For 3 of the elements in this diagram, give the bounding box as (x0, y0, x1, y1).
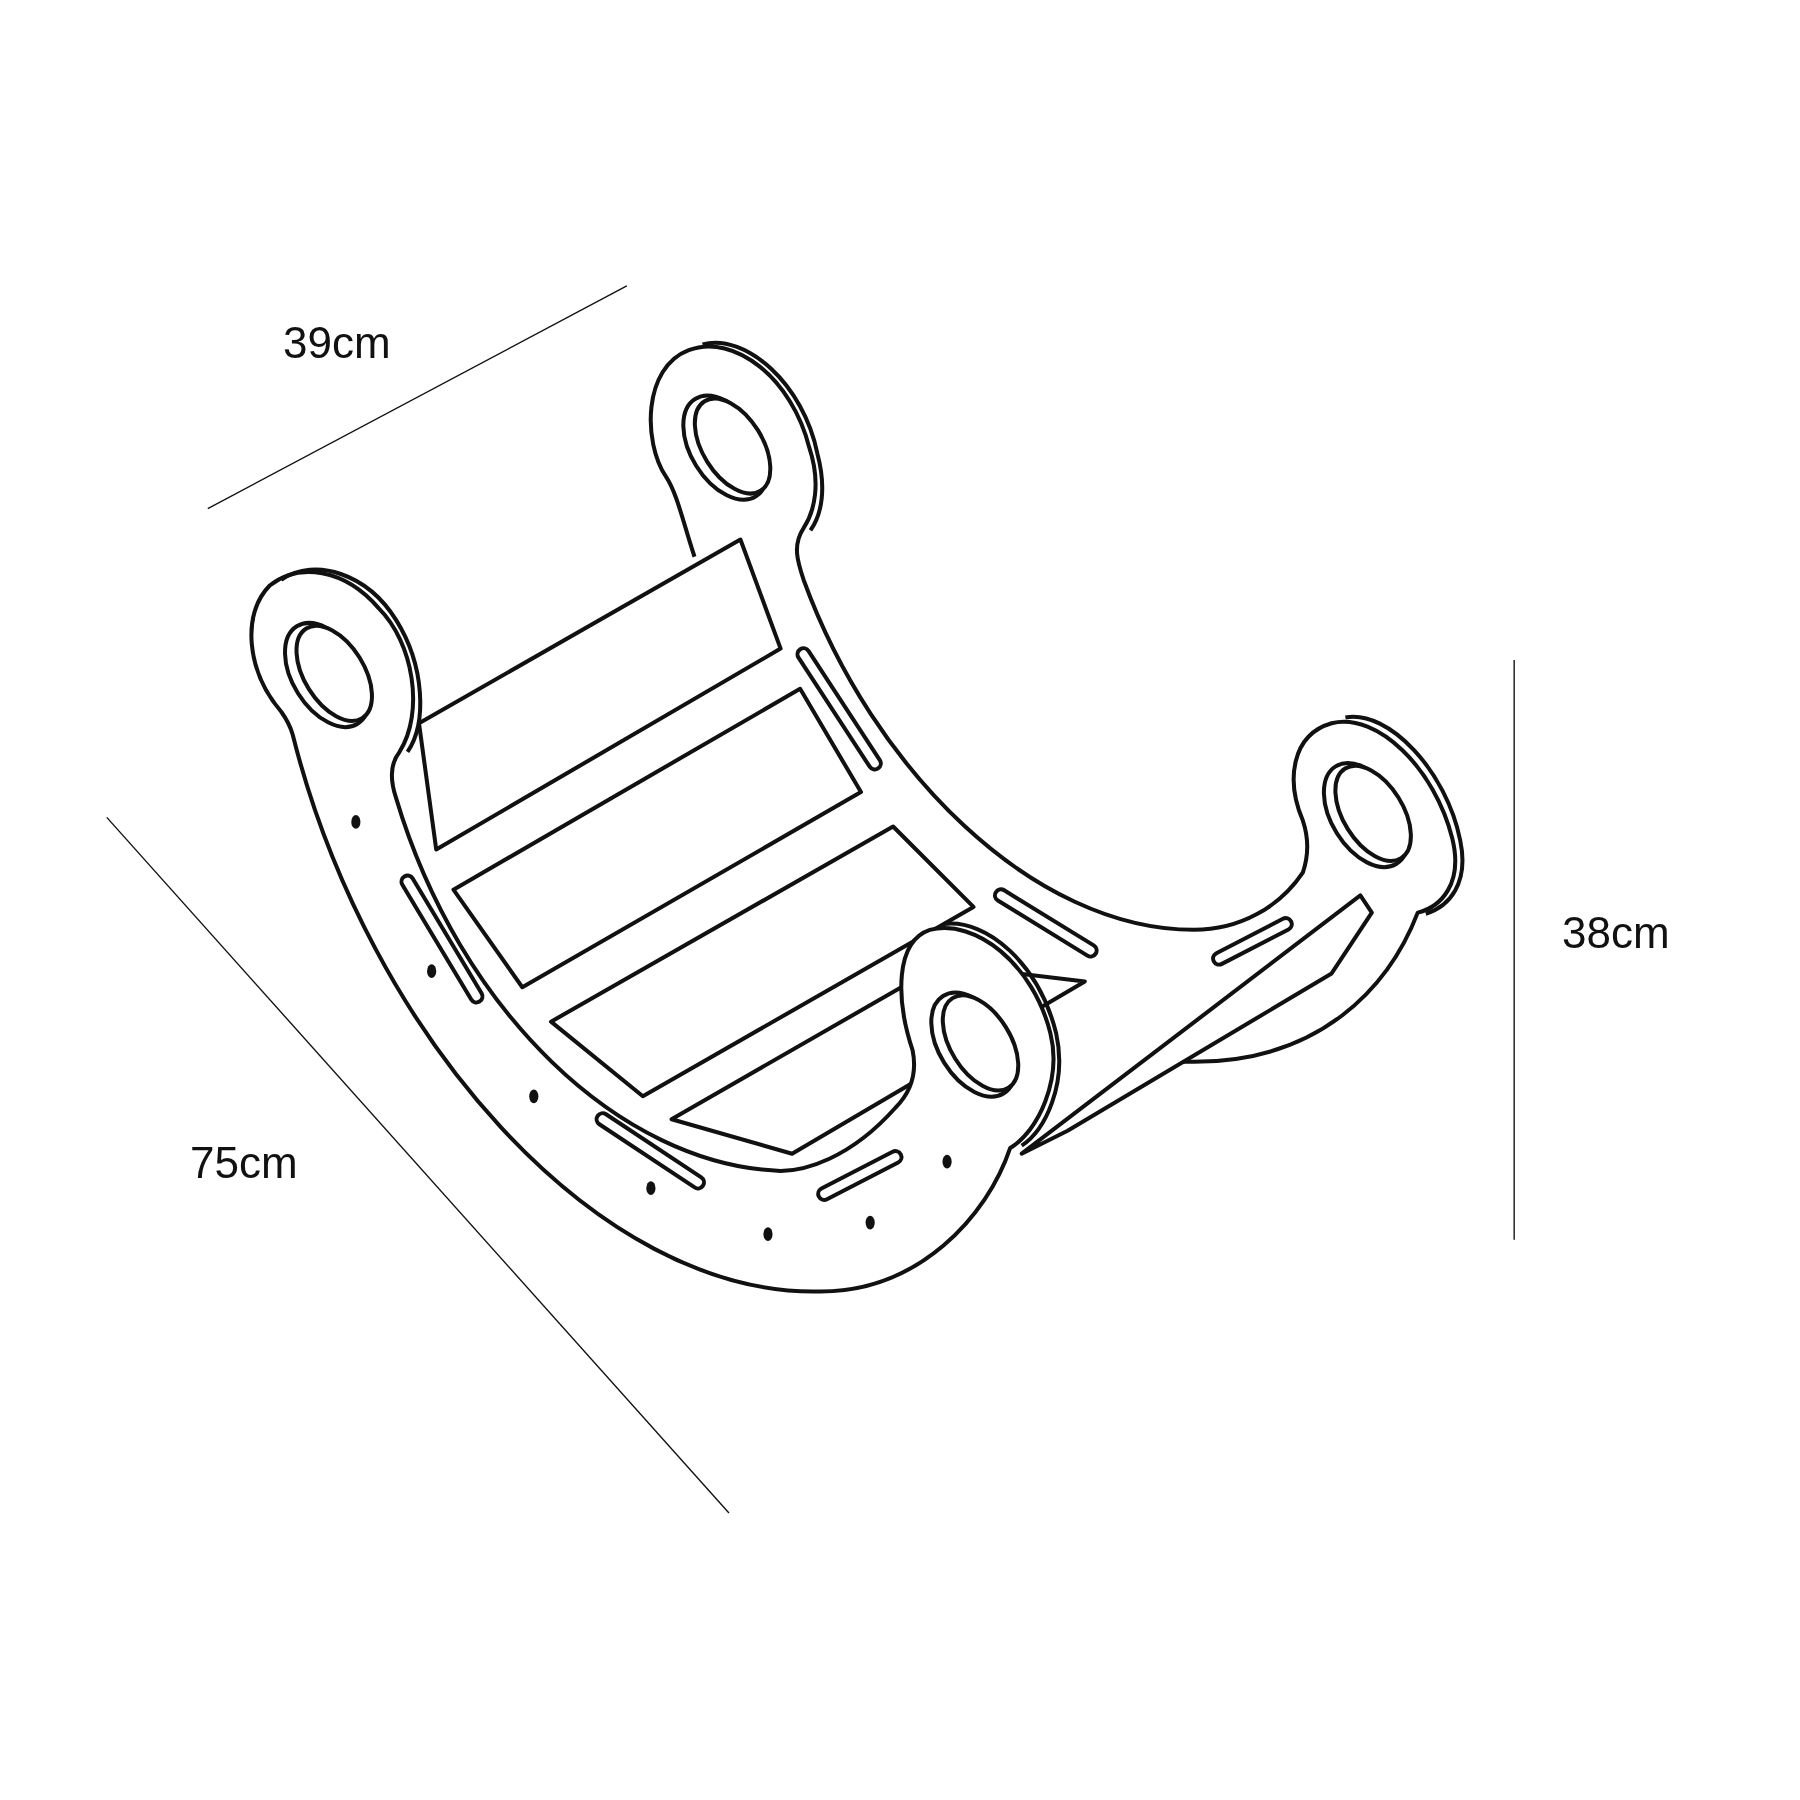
dimension-label: 75cm (190, 1138, 298, 1188)
dimension-label: 39cm (283, 318, 391, 368)
dimension-label: 38cm (1562, 908, 1670, 958)
